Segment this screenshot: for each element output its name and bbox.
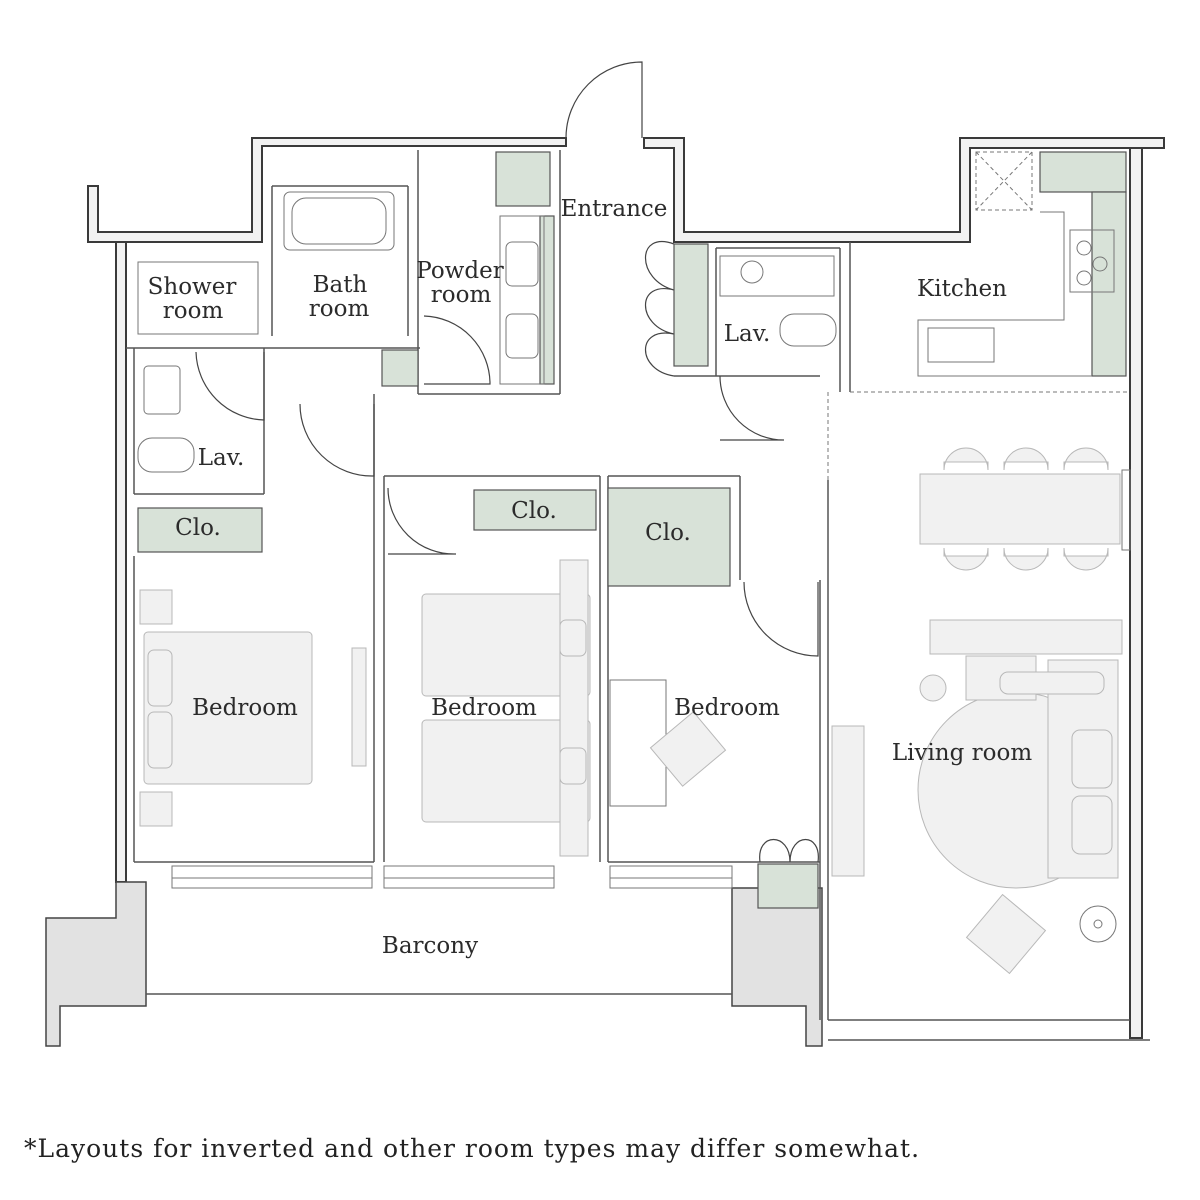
wall-top-left	[87, 137, 567, 243]
wall-left	[115, 241, 127, 883]
label-barcony: Barcony	[382, 933, 478, 959]
wall-right	[1129, 147, 1143, 1039]
column-bottom-left	[45, 881, 147, 1047]
label-powder-room-line1: Powder	[416, 258, 503, 284]
label-shower-room-line2: room	[163, 298, 224, 324]
label-kitchen: Kitchen	[917, 276, 1007, 302]
label-closet-left: Clo.	[175, 515, 221, 541]
doors	[195, 61, 819, 863]
windows	[171, 469, 1131, 889]
footnote: *Layouts for inverted and other room typ…	[24, 1134, 921, 1163]
label-lav-left: Lav.	[198, 445, 245, 471]
floor-plan: Shower room Bath room Powder room Entran…	[45, 61, 1165, 1047]
label-lav-right: Lav.	[724, 321, 771, 347]
label-bedroom-3: Bedroom	[674, 695, 780, 721]
column-bottom-middle	[731, 887, 823, 1047]
label-powder-room-line2: room	[431, 282, 492, 308]
wall-top-middle	[643, 137, 1165, 243]
room-labels: Shower room Bath room Powder room Entran…	[148, 196, 1033, 959]
label-bedroom-2: Bedroom	[431, 695, 537, 721]
label-bedroom-1: Bedroom	[192, 695, 298, 721]
label-closet-middle: Clo.	[511, 498, 557, 524]
label-bath-room-line1: Bath	[313, 272, 368, 298]
label-closet-right: Clo.	[645, 520, 691, 546]
storage-units	[137, 151, 1127, 909]
outer-walls	[45, 137, 1165, 1047]
label-bath-room-line2: room	[309, 296, 370, 322]
label-entrance: Entrance	[561, 196, 668, 222]
fixtures	[137, 151, 1123, 975]
dining-chairs	[943, 447, 1109, 571]
label-shower-room-line1: Shower	[148, 274, 237, 300]
label-living-room: Living room	[892, 740, 1033, 766]
